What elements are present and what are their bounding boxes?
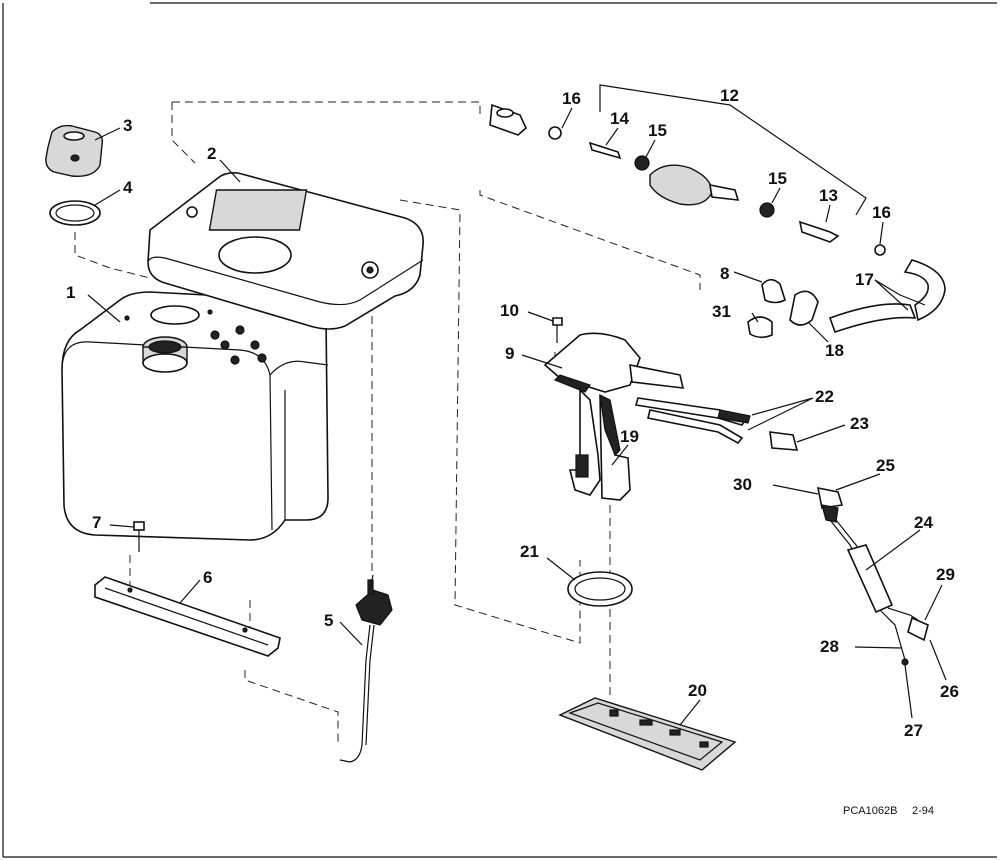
callout-15-right: 15 (768, 169, 787, 188)
callout-17: 17 (855, 270, 874, 289)
fuel-pickup (543, 332, 685, 501)
figure-date: 2-94 (912, 805, 934, 817)
callout-8: 8 (720, 264, 729, 283)
hose-clamps (747, 278, 819, 339)
callout-12: 12 (720, 86, 739, 105)
wire-harness (816, 486, 929, 666)
callout-25: 25 (876, 456, 895, 475)
bracket-screw (133, 521, 145, 552)
callout-6: 6 (203, 568, 212, 587)
figure-code: PCA1062B (843, 805, 897, 817)
callout-13: 13 (819, 186, 838, 205)
callout-28: 28 (820, 637, 839, 656)
callout-20: 20 (688, 681, 707, 700)
sender-wires (634, 397, 751, 445)
callout-23: 23 (850, 414, 869, 433)
callout-29: 29 (936, 565, 955, 584)
callout-14: 14 (610, 109, 629, 128)
callout-4: 4 (123, 178, 133, 197)
primer-bulb-assembly (489, 103, 886, 256)
callout-3: 3 (123, 116, 132, 135)
callout-5: 5 (324, 611, 333, 630)
tank-cover (147, 172, 424, 330)
callout-18: 18 (825, 341, 844, 360)
tank-bracket (94, 576, 281, 657)
filler-cap (45, 124, 104, 177)
callout-9: 9 (505, 344, 514, 363)
decal-plate (558, 697, 737, 771)
wire-connector (769, 431, 799, 451)
pickup-gasket (567, 571, 633, 607)
callout-26: 26 (940, 682, 959, 701)
cap-gasket (49, 200, 101, 226)
fuel-gauge (339, 574, 393, 763)
callout-21: 21 (520, 542, 539, 561)
fuel-tank (61, 291, 329, 541)
callout-31: 31 (712, 302, 731, 321)
callout-19: 19 (620, 427, 639, 446)
callout-16-right: 16 (872, 203, 891, 222)
callout-27: 27 (904, 721, 923, 740)
callout-7: 7 (92, 513, 101, 532)
callout-15-left: 15 (648, 121, 667, 140)
leader-lines (87, 84, 947, 726)
callout-10: 10 (500, 301, 519, 320)
callout-labels: 1 2 3 4 5 6 7 8 9 10 12 13 14 15 15 16 1… (66, 86, 959, 817)
callout-2: 2 (207, 144, 216, 163)
callout-30: 30 (733, 475, 752, 494)
callout-1: 1 (66, 283, 75, 302)
pickup-screw (552, 317, 563, 343)
fuel-hose (828, 259, 946, 334)
callout-24: 24 (914, 513, 933, 532)
assembly-guide-lines (74, 101, 701, 745)
callout-16-left: 16 (562, 89, 581, 108)
callout-22: 22 (815, 387, 834, 406)
